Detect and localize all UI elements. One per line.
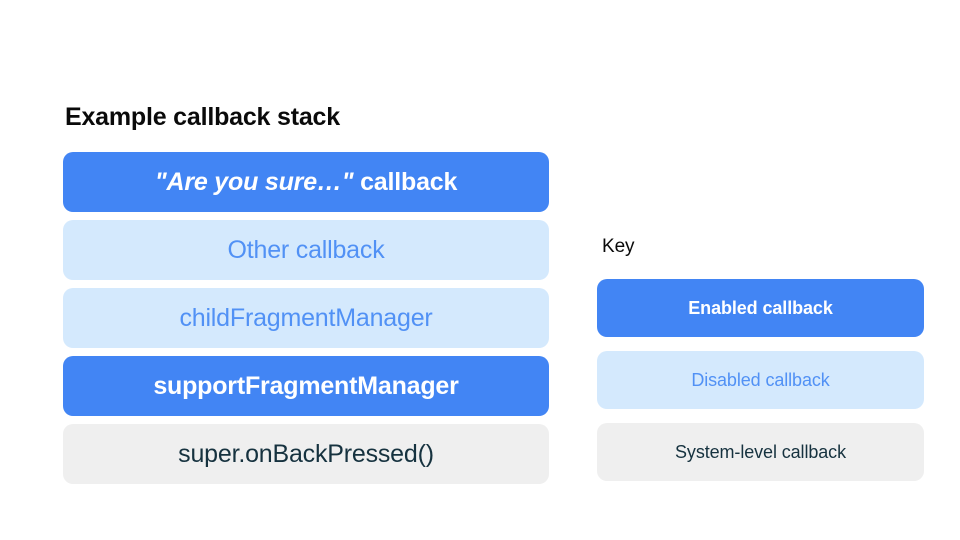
key-title: Key: [602, 236, 635, 257]
stack-row-label: childFragmentManager: [179, 304, 433, 332]
stack-row-label: supportFragmentManager: [153, 372, 459, 400]
stack-row-label: super.onBackPressed(): [178, 440, 434, 468]
stack-row-label: "Are you sure…" callback: [154, 167, 458, 197]
key-row-system-level-callback: System-level callback: [597, 423, 924, 481]
stack-title: Example callback stack: [65, 103, 340, 131]
stack-row-other-callback: Other callback: [63, 220, 549, 280]
stack-row-supportfragmentmanager: supportFragmentManager: [63, 356, 549, 416]
key-row-disabled-callback: Disabled callback: [597, 351, 924, 409]
stack-row-label-emphasis: "Are you sure…": [154, 168, 354, 196]
callback-stack-section: Example callback stack "Are you sure…" c…: [63, 100, 549, 484]
key-row-label: Enabled callback: [688, 298, 833, 318]
key-legend-section: Key Enabled callback Disabled callback S…: [597, 235, 924, 481]
key-row-enabled-callback: Enabled callback: [597, 279, 924, 337]
key-row-label: System-level callback: [675, 442, 846, 462]
stack-row-super-onbackpressed: super.onBackPressed(): [63, 424, 549, 484]
stack-row-label: Other callback: [227, 236, 385, 264]
stack-row-childfragmentmanager: childFragmentManager: [63, 288, 549, 348]
stack-row-label-trailing: callback: [353, 168, 458, 196]
stack-row-are-you-sure-callback: "Are you sure…" callback: [63, 152, 549, 212]
key-row-label: Disabled callback: [691, 370, 830, 390]
